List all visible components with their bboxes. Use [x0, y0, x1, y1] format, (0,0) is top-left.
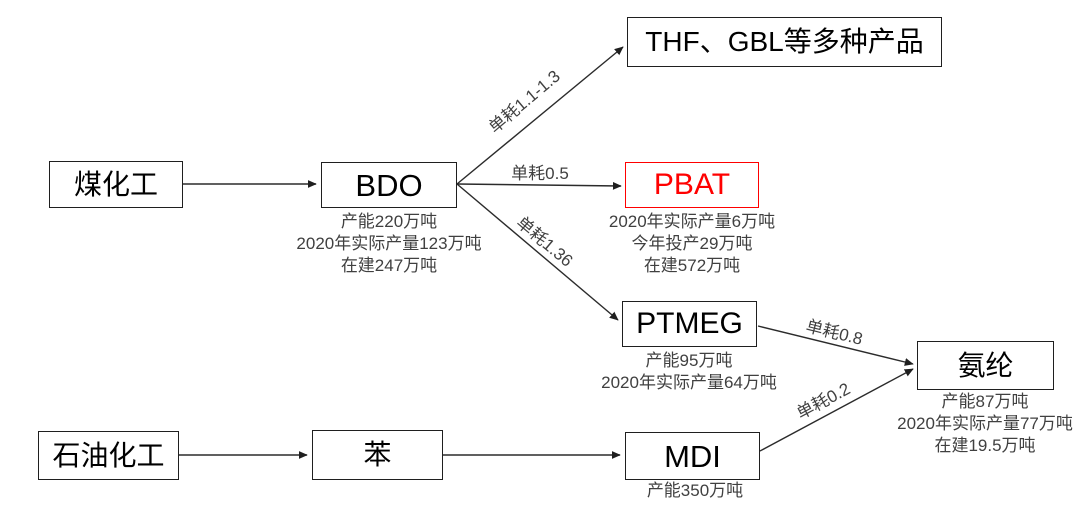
note-ptmeg-output: 2020年实际产量64万吨	[601, 373, 777, 392]
note-bdo-underway: 在建247万吨	[340, 256, 438, 275]
arrow-bdo-ptmeg	[456, 183, 619, 321]
edge-label-bdo-ptmeg: 单耗1.36	[513, 213, 577, 271]
node-ptmeg: PTMEG	[622, 301, 757, 347]
node-thf-gbl: THF、GBL等多种产品	[627, 17, 942, 67]
note-spandex-output: 2020年实际产量77万吨	[897, 414, 1073, 433]
note-bdo-output: 2020年实际产量123万吨	[296, 234, 482, 253]
note-mdi: 产能350万吨	[647, 480, 743, 502]
note-pbat: 2020年实际产量6万吨 今年投产29万吨 在建572万吨	[609, 211, 775, 277]
node-benzene: 苯	[312, 430, 443, 480]
note-ptmeg: 产能95万吨 2020年实际产量64万吨	[601, 350, 777, 394]
node-bdo: BDO	[321, 162, 457, 208]
arrow-mdi-spandex	[759, 368, 914, 452]
arrow-ptmeg-spandex	[757, 325, 914, 366]
edge-label-bdo-thf: 单耗1.1-1.3	[485, 67, 564, 137]
node-mdi: MDI	[625, 432, 760, 480]
node-coal-chemical: 煤化工	[49, 161, 183, 208]
note-pbat-startup: 今年投产29万吨	[631, 234, 753, 253]
arrow-bdo-thf	[456, 46, 624, 185]
arrow-bdo-pbat	[456, 181, 622, 190]
note-mdi-capacity: 产能350万吨	[646, 481, 744, 500]
node-petro-chemical: 石油化工	[38, 431, 179, 480]
note-pbat-output: 2020年实际产量6万吨	[608, 212, 776, 231]
note-bdo: 产能220万吨 2020年实际产量123万吨 在建247万吨	[296, 211, 481, 277]
note-bdo-capacity: 产能220万吨	[340, 212, 438, 231]
note-spandex-underway: 在建19.5万吨	[934, 436, 1036, 455]
node-pbat: PBAT	[625, 162, 759, 208]
note-spandex: 产能87万吨 2020年实际产量77万吨 在建19.5万吨	[897, 391, 1073, 457]
note-spandex-capacity: 产能87万吨	[941, 392, 1029, 411]
edge-label-bdo-pbat: 单耗0.5	[511, 164, 569, 183]
note-pbat-underway: 在建572万吨	[643, 256, 741, 275]
note-ptmeg-capacity: 产能95万吨	[645, 351, 733, 370]
node-spandex: 氨纶	[917, 341, 1054, 390]
